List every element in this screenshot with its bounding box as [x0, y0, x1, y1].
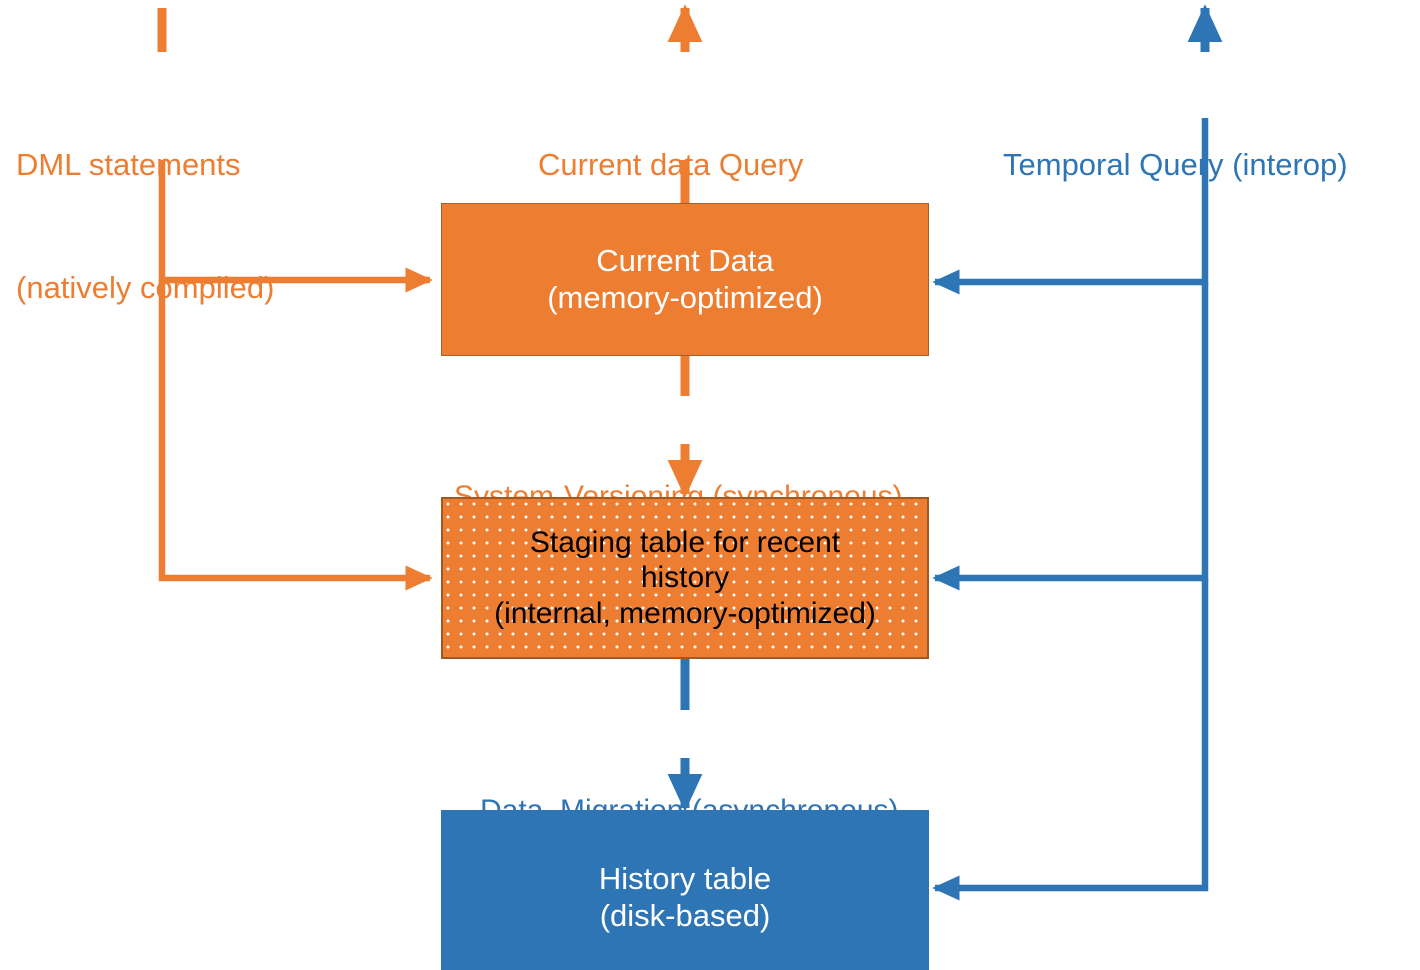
node-staging-table-line2: history: [640, 561, 730, 595]
label-dml-line1: DML statements: [16, 146, 241, 182]
node-history-table-line1: History table: [598, 860, 772, 896]
connector-temporal-query-to-staging-table: [932, 282, 1209, 591]
node-staging-table-line1: Staging table for recent: [529, 525, 841, 559]
label-dml-statements: DML statements (natively compiled): [16, 63, 274, 390]
connector-temporal-query-to-history-table: [932, 578, 1209, 901]
node-current-data-line2: (memory-optimized): [547, 279, 823, 315]
node-staging-table-label: Staging table for recent history (intern…: [494, 525, 876, 631]
node-history-table-label: History table (disk-based): [599, 861, 771, 934]
node-current-data-line1: Current Data: [596, 242, 774, 278]
node-current-data-label: Current Data (memory-optimized): [547, 243, 823, 316]
label-temporal-query-line1: Temporal Query (interop): [1003, 146, 1348, 182]
node-staging-table-line3: (internal, memory-optimized): [494, 596, 876, 630]
label-current-query-line1: Current data Query: [538, 146, 804, 182]
node-staging-table[interactable]: Staging table for recent history (intern…: [441, 497, 929, 659]
node-history-table-line2: (disk-based): [599, 897, 771, 933]
label-dml-line2: (natively compiled): [16, 269, 275, 305]
node-history-table[interactable]: History table (disk-based): [441, 810, 929, 970]
label-temporal-query: Temporal Query (interop): [1003, 63, 1348, 268]
node-current-data[interactable]: Current Data (memory-optimized): [441, 203, 929, 356]
